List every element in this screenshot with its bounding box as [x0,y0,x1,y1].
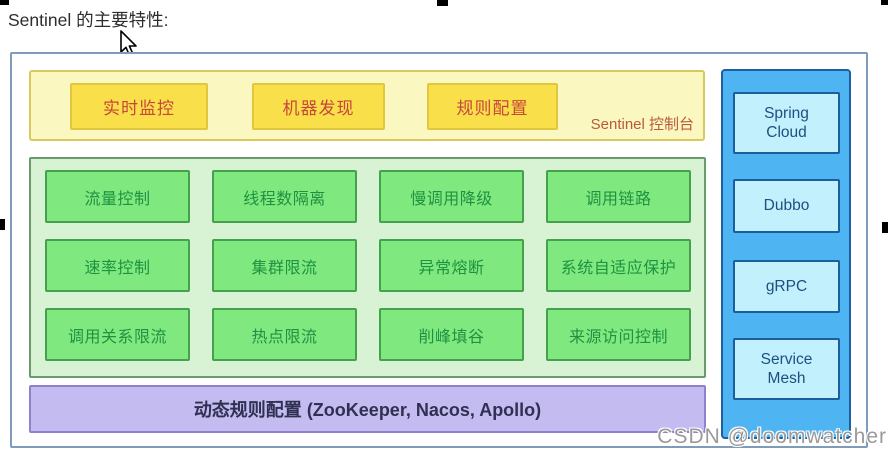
core-features-section: 流量控制 线程数隔离 慢调用降级 调用链路 速率控制 集群限流 异常熔断 系统自… [29,157,706,378]
integration-service-mesh: Service Mesh [733,338,840,400]
console-item-machine-discovery: 机器发现 [252,83,385,130]
csdn-watermark: CSDN @doomwatcher [657,425,887,448]
feature-adaptive-protect: 系统自适应保护 [546,239,691,292]
feature-thread-isolation: 线程数隔离 [212,170,357,223]
console-item-rule-config: 规则配置 [427,83,558,130]
feature-origin-access: 来源访问控制 [546,308,691,361]
page-title: Sentinel 的主要特性: [8,10,169,30]
feature-hotspot-limit: 热点限流 [212,308,357,361]
video-edge-artifact [882,222,888,233]
feature-cluster-limit: 集群限流 [212,239,357,292]
dynamic-rule-config-bar: 动态规则配置 (ZooKeeper, Nacos, Apollo) [29,385,706,433]
video-edge-artifact [881,0,888,5]
video-edge-artifact [0,0,9,5]
diagram-frame: 实时监控 机器发现 规则配置 Sentinel 控制台 流量控制 线程数隔离 慢… [10,52,868,448]
video-edge-artifact [0,219,5,230]
feature-rate-control: 速率控制 [45,239,190,292]
feature-relation-limit: 调用关系限流 [45,308,190,361]
integration-grpc: gRPC [733,260,840,313]
integrations-section: Spring Cloud Dubbo gRPC Service Mesh [721,69,851,439]
integration-dubbo: Dubbo [733,179,840,233]
feature-call-chain: 调用链路 [546,170,691,223]
feature-slow-call-degrade: 慢调用降级 [379,170,524,223]
video-edge-artifact [437,0,448,6]
feature-peak-shaving: 削峰填谷 [379,308,524,361]
feature-exception-break: 异常熔断 [379,239,524,292]
console-section-label: Sentinel 控制台 [590,116,694,133]
integration-spring-cloud: Spring Cloud [733,92,840,154]
sentinel-console-section: 实时监控 机器发现 规则配置 Sentinel 控制台 [29,70,705,141]
console-item-realtime-monitoring: 实时监控 [70,83,208,130]
feature-flow-control: 流量控制 [45,170,190,223]
